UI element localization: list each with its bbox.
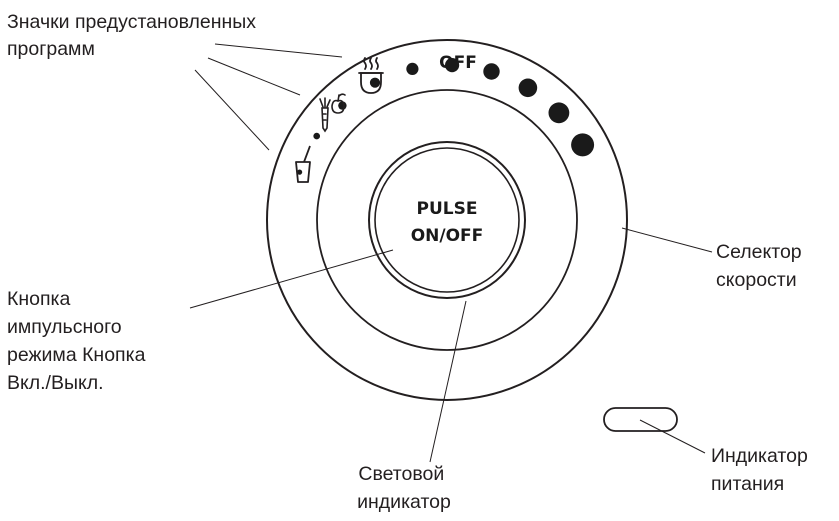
speed-dot-5[interactable] xyxy=(406,62,419,75)
label-indicator-light-line1: Световой xyxy=(358,463,444,485)
label-pulse-button-line3: режима Кнопка xyxy=(7,344,146,366)
leader-line-indicator xyxy=(429,300,467,463)
speed-dot-8[interactable] xyxy=(518,78,538,98)
label-pulse-button: Кнопка импульсного режима Кнопка Вкл./Вы… xyxy=(7,288,151,394)
pulse-label-line2: ON/OFF xyxy=(411,226,484,246)
speed-dot-7[interactable] xyxy=(483,63,500,80)
label-preset-icons: Значки предустановленных программ xyxy=(7,11,261,60)
dial-inner-ring xyxy=(316,89,578,351)
dial-outer-ring xyxy=(266,39,628,401)
speed-selector-dots[interactable] xyxy=(297,58,595,175)
leader-line-cup xyxy=(194,69,270,151)
label-power-indicator-line1: Индикатор xyxy=(711,445,808,467)
leader-line-vegetable xyxy=(207,57,301,96)
label-power-indicator: Индикатор питания xyxy=(711,445,813,495)
speed-dot-4[interactable] xyxy=(369,77,381,88)
label-preset-icons-line2: программ xyxy=(7,38,95,60)
vegetable-fruit-icon[interactable] xyxy=(319,93,346,133)
soup-icon[interactable] xyxy=(358,57,384,94)
cup-icon[interactable] xyxy=(295,145,311,183)
speed-dot-9[interactable] xyxy=(548,102,570,124)
pulse-button-inner-ring xyxy=(374,147,520,293)
pulse-button-outer-ring[interactable] xyxy=(368,141,526,299)
dial: OFF PULSE ON/OFF xyxy=(266,39,628,401)
label-preset-icons-line1: Значки предустановленных xyxy=(7,11,256,33)
pulse-label-line1: PULSE xyxy=(417,199,478,219)
leader-lines xyxy=(189,43,713,463)
power-indicator-light xyxy=(603,407,678,432)
label-pulse-button-line4: Вкл./Выкл. xyxy=(7,372,104,394)
speed-dot-6[interactable] xyxy=(445,58,460,73)
speed-dot-2[interactable] xyxy=(313,132,321,140)
leader-line-speed xyxy=(621,227,713,253)
label-indicator-light: Световой индикатор xyxy=(357,463,451,513)
label-pulse-button-line2: импульсного xyxy=(7,316,122,338)
leader-line-power xyxy=(639,419,706,454)
label-speed-selector-line2: скорости xyxy=(716,269,797,291)
label-pulse-button-line1: Кнопка xyxy=(7,288,70,310)
leader-line-soup xyxy=(214,43,343,58)
leader-line-pulse xyxy=(189,249,394,309)
label-speed-selector: Селектор скорости xyxy=(716,241,807,291)
label-power-indicator-line2: питания xyxy=(711,473,784,495)
label-speed-selector-line1: Селектор xyxy=(716,241,802,263)
label-indicator-light-line2: индикатор xyxy=(357,491,451,513)
speed-dot-10[interactable] xyxy=(571,133,595,157)
speed-dot-1[interactable] xyxy=(297,169,303,175)
